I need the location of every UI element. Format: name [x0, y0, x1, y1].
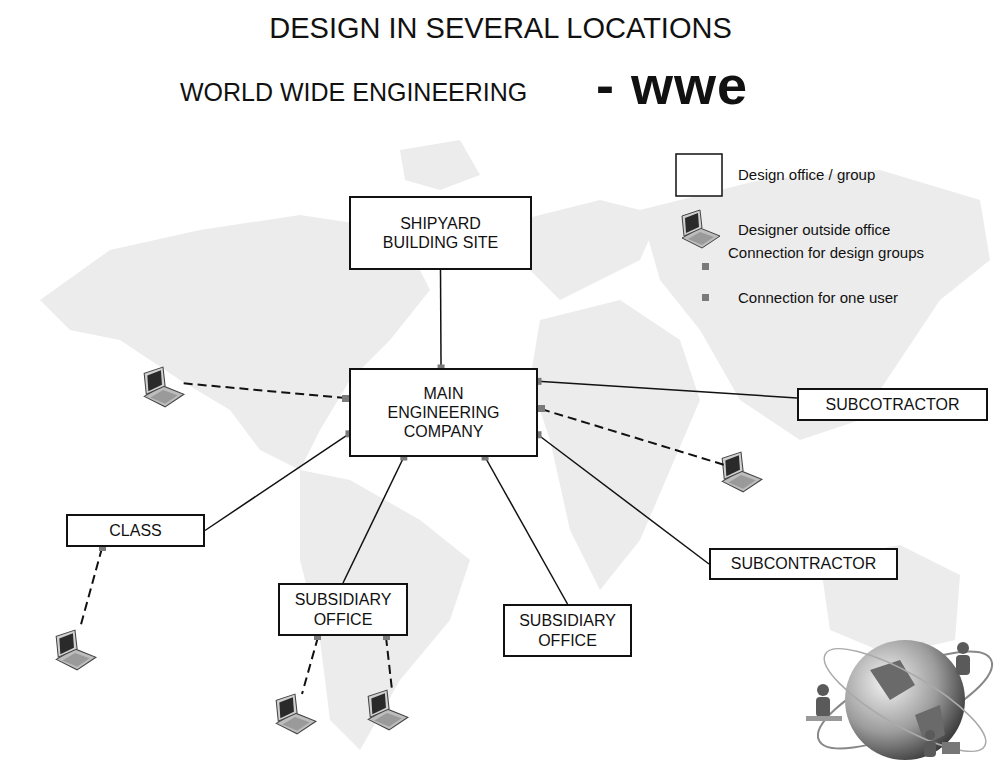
legend-swatch	[702, 263, 709, 270]
connection-line	[535, 431, 710, 564]
box-label: SUBSIDIARY OFFICE	[286, 590, 400, 628]
connection-line	[438, 270, 445, 372]
box-label: MAIN ENGINEERING COMPANY	[381, 384, 506, 442]
subtitle: WORLD WIDE ENGINEERING	[180, 78, 527, 107]
globe-illustration	[806, 631, 1001, 768]
connection-line	[343, 454, 407, 584]
legend-swatch	[702, 294, 709, 301]
legend-text: Connection for one user	[738, 289, 898, 307]
box-label: SHIPYARD BUILDING SITE	[371, 214, 511, 252]
office-box: SUBCOTRACTOR	[797, 388, 988, 421]
legend-text: Connection for design groups	[726, 244, 926, 262]
box-label: SUBCOTRACTOR	[826, 395, 960, 414]
box-label: SUBSIDIARY OFFICE	[511, 611, 624, 649]
office-box: CLASS	[66, 514, 205, 547]
connection-line	[205, 430, 353, 530]
diagram-title: DESIGN IN SEVERAL LOCATIONS	[0, 12, 1001, 45]
legend-text: Design office / group	[738, 166, 875, 184]
laptop-icon	[276, 694, 316, 734]
world-map	[40, 140, 990, 750]
connection-line	[482, 454, 568, 605]
office-box: SUBSIDIARY OFFICE	[503, 604, 632, 657]
laptop-icon	[144, 367, 184, 407]
box-label: SUBCONTRACTOR	[731, 554, 877, 573]
office-box: MAIN ENGINEERING COMPANY	[349, 368, 538, 457]
box-label: CLASS	[109, 521, 161, 540]
laptop-icon	[722, 452, 762, 492]
office-box: SUBCONTRACTOR	[709, 548, 898, 580]
connection-line	[535, 378, 798, 398]
office-box: SHIPYARD BUILDING SITE	[349, 196, 532, 270]
laptop-icon	[368, 690, 408, 730]
acronym: - wwe	[596, 54, 748, 116]
legend-laptop-sample	[682, 210, 720, 248]
office-box: SUBSIDIARY OFFICE	[278, 583, 408, 636]
legend-text: Designer outside office	[738, 221, 890, 239]
legend-box-sample	[676, 154, 722, 196]
laptop-icon	[56, 630, 96, 670]
